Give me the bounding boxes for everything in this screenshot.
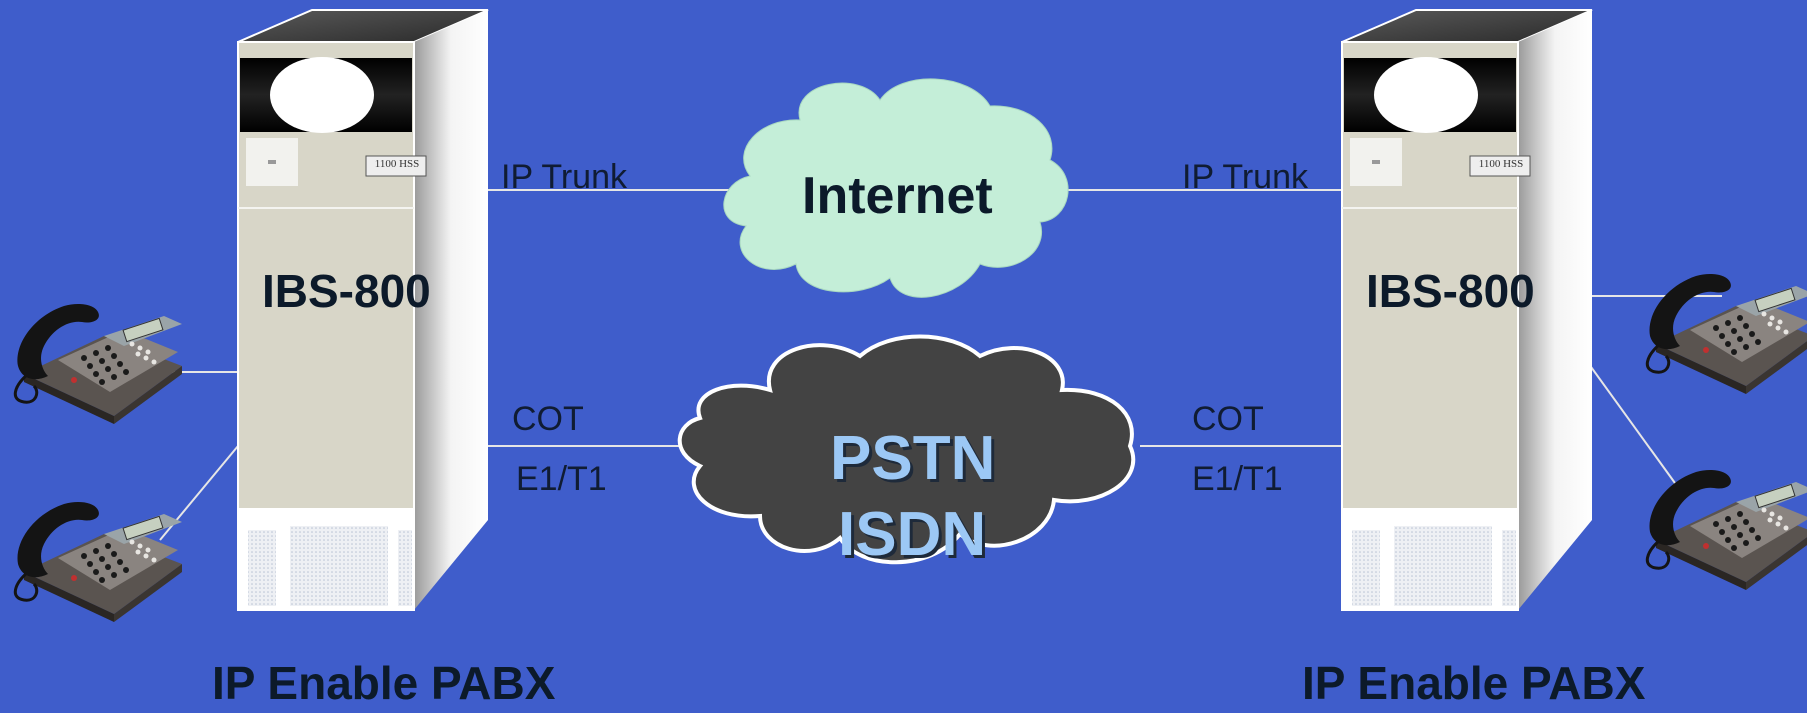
right-phone2-line xyxy=(1585,359,1681,491)
internet-label: Internet xyxy=(802,167,993,225)
right-model-label: IBS-800 xyxy=(1366,265,1535,317)
left-ip-trunk-label: IP Trunk xyxy=(501,158,627,196)
left-phone-1-icon xyxy=(13,302,184,426)
right-ip-trunk-label: IP Trunk xyxy=(1182,158,1308,196)
right-e1-label: E1/T1 xyxy=(1192,460,1283,498)
left-caption: IP Enable PABX xyxy=(212,657,556,709)
internet-cloud xyxy=(723,78,1069,298)
pstn-label: PSTN xyxy=(830,424,996,493)
left-e1-label: E1/T1 xyxy=(516,460,607,498)
left-badge-label: 1100 HSS xyxy=(374,158,420,170)
right-badge-label: 1100 HSS xyxy=(1478,158,1524,170)
right-caption: IP Enable PABX xyxy=(1302,657,1646,709)
pstn-cloud xyxy=(677,334,1136,565)
left-model-label: IBS-800 xyxy=(262,265,431,317)
left-phone-2-icon xyxy=(13,500,184,624)
right-cot-label: COT xyxy=(1192,400,1264,438)
right-phone-2-icon xyxy=(1645,468,1807,592)
left-cot-label: COT xyxy=(512,400,584,438)
isdn-label: ISDN xyxy=(838,500,987,569)
right-phone-1-icon xyxy=(1645,272,1807,396)
